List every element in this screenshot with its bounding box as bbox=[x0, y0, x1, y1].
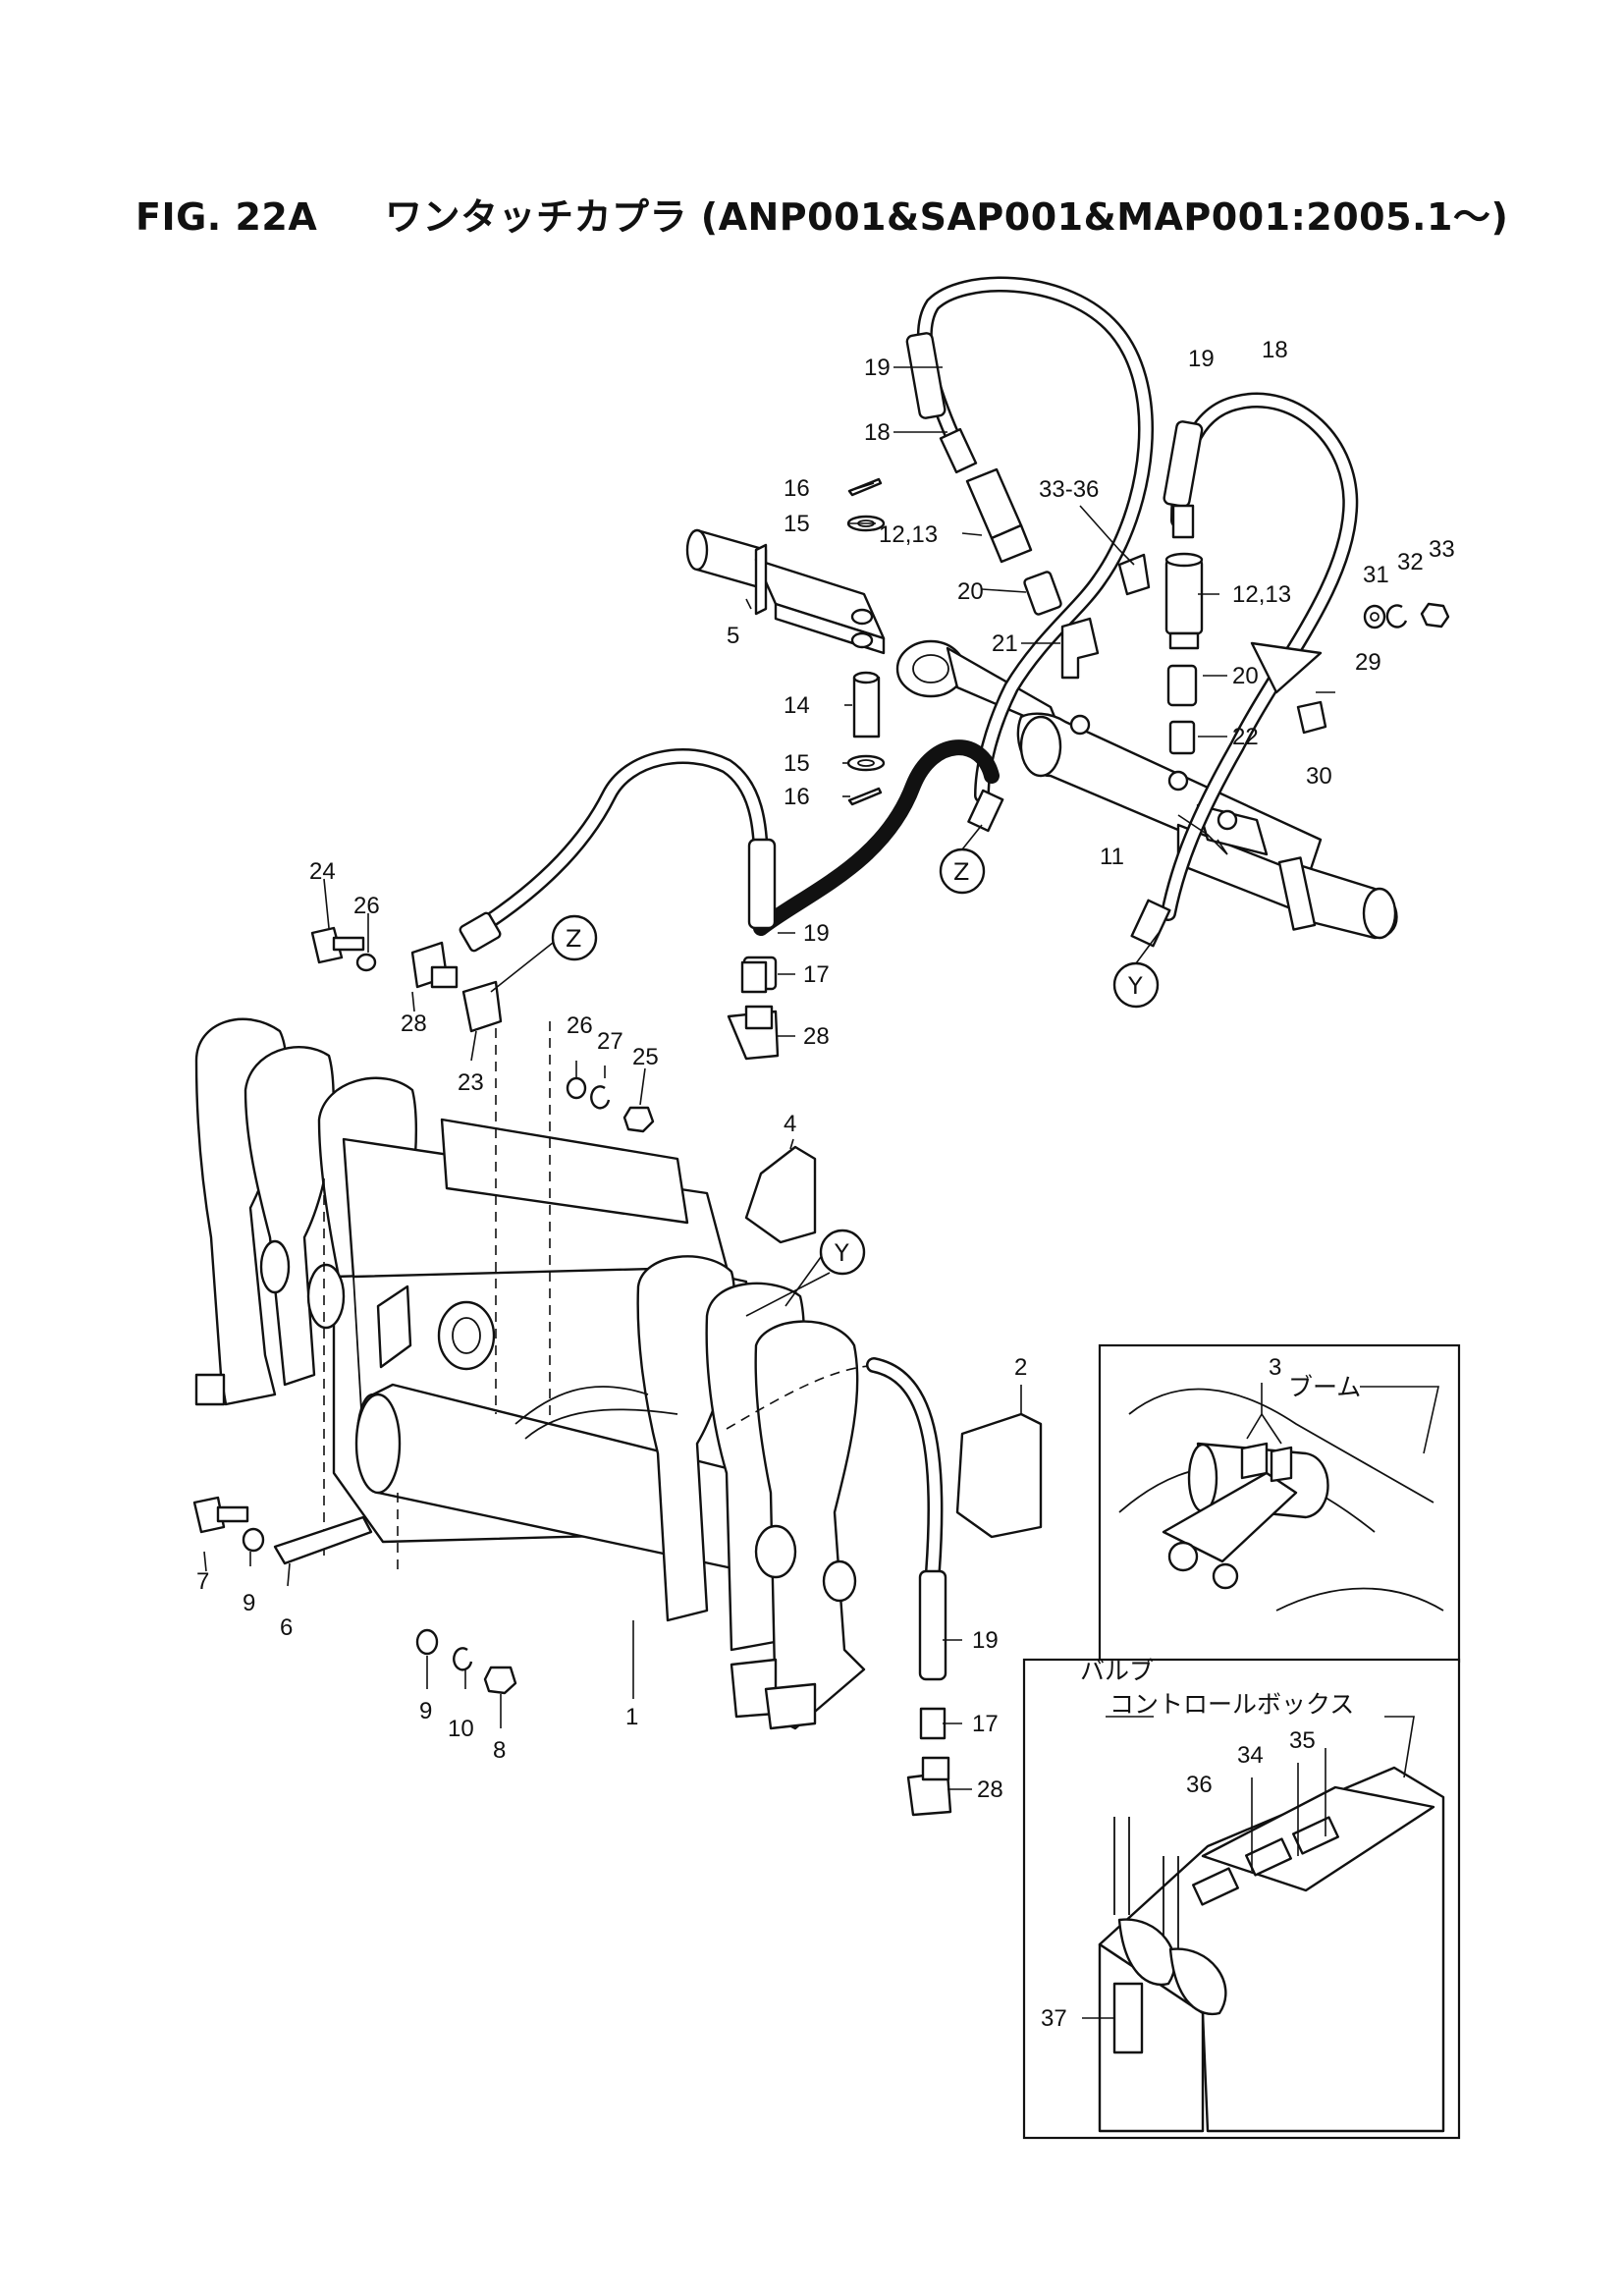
label-27: 27 bbox=[597, 1028, 623, 1055]
callout-z-upper-letter: Z bbox=[953, 858, 969, 886]
label-6: 6 bbox=[280, 1614, 293, 1641]
label-31: 31 bbox=[1363, 562, 1389, 588]
label-2: 2 bbox=[1014, 1354, 1027, 1381]
label-28: 28 bbox=[803, 1023, 830, 1050]
label-33-36: 33-36 bbox=[1039, 476, 1099, 503]
label-34: 34 bbox=[1237, 1742, 1264, 1769]
label-36: 36 bbox=[1186, 1772, 1213, 1798]
label-12-13: 12,13 bbox=[1232, 581, 1291, 608]
callout-y-lower-letter: Y bbox=[834, 1239, 849, 1267]
label-22: 22 bbox=[1232, 724, 1259, 750]
part-labels: 19 18 16 15 12,13 20 21 33-36 19 18 12,1… bbox=[196, 337, 1455, 2032]
inset-control-box bbox=[1022, 1658, 1461, 2140]
label-11: 11 bbox=[1100, 844, 1124, 870]
callout-circles bbox=[490, 824, 1160, 1317]
label-21: 21 bbox=[992, 630, 1018, 657]
label-3: 3 bbox=[1269, 1354, 1281, 1381]
cylinder-assembly bbox=[895, 639, 1398, 940]
label-9: 9 bbox=[243, 1590, 255, 1616]
label-19: 19 bbox=[864, 355, 891, 381]
label-29: 29 bbox=[1355, 649, 1381, 676]
label-9: 9 bbox=[419, 1698, 432, 1724]
label-32: 32 bbox=[1397, 549, 1424, 575]
label-7: 7 bbox=[196, 1568, 209, 1595]
label-28: 28 bbox=[977, 1777, 1003, 1803]
label-28: 28 bbox=[401, 1011, 427, 1037]
label-15: 15 bbox=[784, 511, 810, 537]
label-30: 30 bbox=[1306, 763, 1332, 790]
label-25: 25 bbox=[632, 1044, 659, 1070]
label-20: 20 bbox=[957, 578, 984, 605]
figure-title: FIG. 22A ワンタッチカプラ (ANP001&SAP001&MAP001:2… bbox=[135, 187, 1508, 241]
label-26: 26 bbox=[567, 1012, 593, 1039]
label-16: 16 bbox=[784, 475, 810, 502]
coupler-frame bbox=[194, 1011, 885, 1730]
callout-z-lower-letter: Z bbox=[566, 925, 581, 953]
label-15: 15 bbox=[784, 750, 810, 777]
label-4: 4 bbox=[784, 1111, 796, 1137]
hose-sleeves bbox=[747, 332, 1204, 1681]
pin-bracket bbox=[685, 528, 886, 655]
figure-number: FIG. 22A bbox=[135, 195, 318, 239]
label-33: 33 bbox=[1429, 536, 1455, 563]
callout-z-lower bbox=[551, 914, 598, 961]
callout-y-lower bbox=[819, 1229, 866, 1276]
label-20: 20 bbox=[1232, 663, 1259, 689]
leader-lines bbox=[203, 366, 1335, 1790]
label-10: 10 bbox=[448, 1716, 474, 1742]
label-17: 17 bbox=[803, 961, 830, 988]
label-26: 26 bbox=[353, 893, 380, 919]
inset-labels: ブーム バルブ コントロールボックス bbox=[1080, 1373, 1361, 1719]
hose-lines bbox=[463, 276, 1359, 1579]
label-23: 23 bbox=[458, 1069, 484, 1096]
callout-letters: Z Z Y Y bbox=[566, 858, 1143, 1267]
label-5: 5 bbox=[727, 623, 739, 649]
label-35: 35 bbox=[1289, 1727, 1316, 1754]
callout-y-upper-letter: Y bbox=[1127, 972, 1143, 1000]
fittings bbox=[310, 427, 1450, 1817]
label-18: 18 bbox=[864, 419, 891, 446]
label-19: 19 bbox=[1188, 346, 1215, 372]
boom-label: ブーム bbox=[1288, 1373, 1361, 1401]
label-8: 8 bbox=[493, 1737, 506, 1764]
label-17: 17 bbox=[972, 1711, 999, 1737]
label-16: 16 bbox=[784, 784, 810, 810]
label-14: 14 bbox=[784, 692, 810, 719]
figure-description: ワンタッチカプラ (ANP001&SAP001&MAP001:2005.1～) bbox=[385, 195, 1509, 239]
valve-label: バルブ bbox=[1080, 1657, 1154, 1685]
label-18: 18 bbox=[1262, 337, 1288, 363]
lower-hardware bbox=[192, 1496, 517, 1695]
label-1: 1 bbox=[625, 1704, 638, 1730]
control-box-label: コントロールボックス bbox=[1109, 1690, 1354, 1719]
label-12-13: 12,13 bbox=[879, 521, 938, 548]
label-24: 24 bbox=[309, 858, 336, 885]
label-37: 37 bbox=[1041, 2005, 1067, 2032]
label-19: 19 bbox=[803, 920, 830, 947]
wear-blocks bbox=[744, 1145, 1043, 1539]
inset-boom bbox=[1098, 1343, 1461, 1664]
label-19: 19 bbox=[972, 1627, 999, 1654]
